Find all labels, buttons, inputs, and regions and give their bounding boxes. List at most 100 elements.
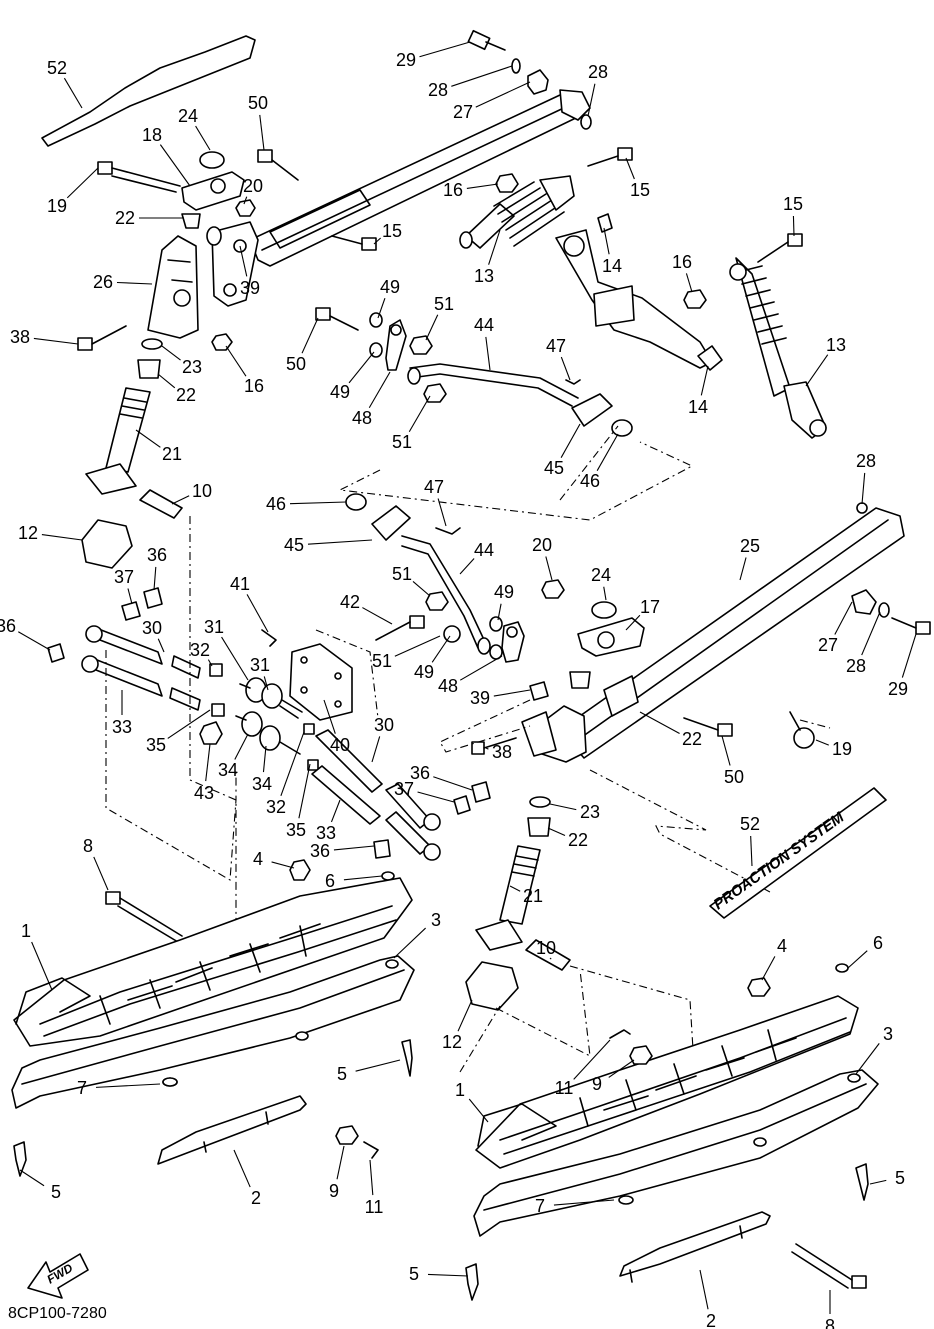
callout-leader-16 bbox=[466, 183, 499, 189]
callout-29: 29 bbox=[396, 50, 416, 70]
callout-leader-36 bbox=[153, 566, 157, 591]
callout-leader-24 bbox=[195, 125, 211, 151]
callout-leader-51 bbox=[408, 395, 431, 433]
callout-leader-34 bbox=[234, 733, 249, 760]
callout-36: 36 bbox=[410, 763, 430, 783]
bolt-15-top-a bbox=[587, 147, 633, 167]
nut-20-top bbox=[235, 199, 256, 217]
callout-leader-10 bbox=[549, 957, 552, 960]
callout-16: 16 bbox=[672, 252, 692, 272]
runner-2-left bbox=[157, 1095, 307, 1165]
plate-45-top bbox=[571, 393, 613, 427]
callout-leader-44 bbox=[485, 336, 491, 371]
nut-20-mid bbox=[541, 579, 565, 599]
callout-leader-50 bbox=[721, 735, 731, 766]
rod-44-top bbox=[407, 363, 579, 407]
callout-leader-3 bbox=[855, 1043, 880, 1075]
callout-49: 49 bbox=[414, 662, 434, 682]
link-48-top bbox=[385, 319, 407, 371]
bracket-39-top bbox=[211, 221, 259, 307]
callout-leader-6 bbox=[847, 950, 868, 969]
callout-leader-32 bbox=[207, 659, 213, 667]
callout-28: 28 bbox=[428, 80, 448, 100]
callout-32: 32 bbox=[266, 797, 286, 817]
callout-leader-4 bbox=[271, 861, 295, 869]
plate-40 bbox=[289, 629, 379, 721]
pin-11-right bbox=[609, 1029, 631, 1039]
callout-36: 36 bbox=[0, 616, 16, 636]
callout-leader-41 bbox=[246, 594, 269, 633]
callout-leader-30 bbox=[371, 736, 381, 763]
washer-23-top bbox=[141, 338, 163, 350]
callout-12: 12 bbox=[442, 1032, 462, 1052]
stud-5-left-b bbox=[13, 1141, 27, 1177]
stud-5-left-a bbox=[401, 1039, 413, 1077]
bolt-50-top bbox=[257, 149, 299, 181]
callout-leader-27 bbox=[834, 601, 853, 635]
callout-14: 14 bbox=[602, 256, 622, 276]
callout-leader-28 bbox=[861, 472, 866, 505]
bolt-8-left bbox=[105, 891, 183, 943]
callout-leader-15 bbox=[792, 215, 795, 237]
nut-51-top-b bbox=[423, 383, 447, 403]
callout-51: 51 bbox=[392, 564, 412, 584]
callout-41: 41 bbox=[230, 574, 250, 594]
tube-10-mid bbox=[525, 939, 571, 971]
callout-leader-29 bbox=[419, 41, 471, 58]
callout-32: 32 bbox=[190, 640, 210, 660]
callout-leader-19 bbox=[815, 739, 829, 746]
bushing-22-mid-a bbox=[569, 671, 591, 689]
decal-52-top bbox=[41, 35, 256, 147]
bushing-36-center-b bbox=[373, 839, 391, 859]
nut-16-right bbox=[683, 289, 707, 309]
callout-8: 8 bbox=[825, 1316, 835, 1329]
bushing-37-left bbox=[121, 601, 141, 621]
callout-45: 45 bbox=[544, 458, 564, 478]
callout-35: 35 bbox=[146, 735, 166, 755]
callout-leader-49 bbox=[348, 351, 375, 384]
rail-25-top bbox=[249, 89, 591, 267]
callout-17: 17 bbox=[640, 597, 660, 617]
callout-leader-7 bbox=[553, 1199, 615, 1206]
callout-44: 44 bbox=[474, 540, 494, 560]
bolt-15-top-b bbox=[331, 235, 377, 251]
callout-45: 45 bbox=[284, 535, 304, 555]
callout-8: 8 bbox=[83, 836, 93, 856]
callout-15: 15 bbox=[630, 180, 650, 200]
callout-leader-16 bbox=[685, 273, 693, 293]
callout-51: 51 bbox=[434, 294, 454, 314]
callout-leader-15 bbox=[625, 157, 635, 180]
washer-28-top-b bbox=[580, 114, 592, 130]
callout-leader-45 bbox=[307, 539, 373, 545]
callout-leader-51 bbox=[412, 580, 431, 597]
callout-34: 34 bbox=[252, 774, 272, 794]
callout-leader-16 bbox=[225, 345, 247, 377]
callout-leader-43 bbox=[205, 743, 211, 782]
washer-6-right bbox=[835, 963, 849, 973]
callout-leader-49 bbox=[431, 635, 451, 663]
callout-leader-2 bbox=[233, 1149, 251, 1188]
rail-25-mid bbox=[559, 507, 905, 759]
pin-47-top bbox=[565, 379, 581, 385]
bushing-22-top-b bbox=[137, 359, 161, 379]
callout-leader-3 bbox=[393, 927, 426, 959]
callout-5: 5 bbox=[409, 1264, 419, 1284]
callout-leader-29 bbox=[901, 633, 917, 678]
housing-mid bbox=[521, 705, 587, 763]
nut-43 bbox=[199, 721, 223, 745]
callout-22: 22 bbox=[568, 830, 588, 850]
callout-14: 14 bbox=[688, 397, 708, 417]
callout-leader-31 bbox=[221, 636, 249, 681]
callout-24: 24 bbox=[178, 106, 198, 126]
shock-13-center bbox=[459, 175, 575, 249]
fwd-arrow-icon: FWD bbox=[27, 1253, 89, 1299]
callout-leader-13 bbox=[805, 354, 829, 387]
callout-21: 21 bbox=[162, 444, 182, 464]
bushing-27-top bbox=[527, 69, 549, 95]
callout-leader-39 bbox=[239, 245, 248, 277]
callout-leader-23 bbox=[161, 345, 181, 361]
callout-42: 42 bbox=[340, 592, 360, 612]
callout-leader-35 bbox=[167, 709, 211, 739]
